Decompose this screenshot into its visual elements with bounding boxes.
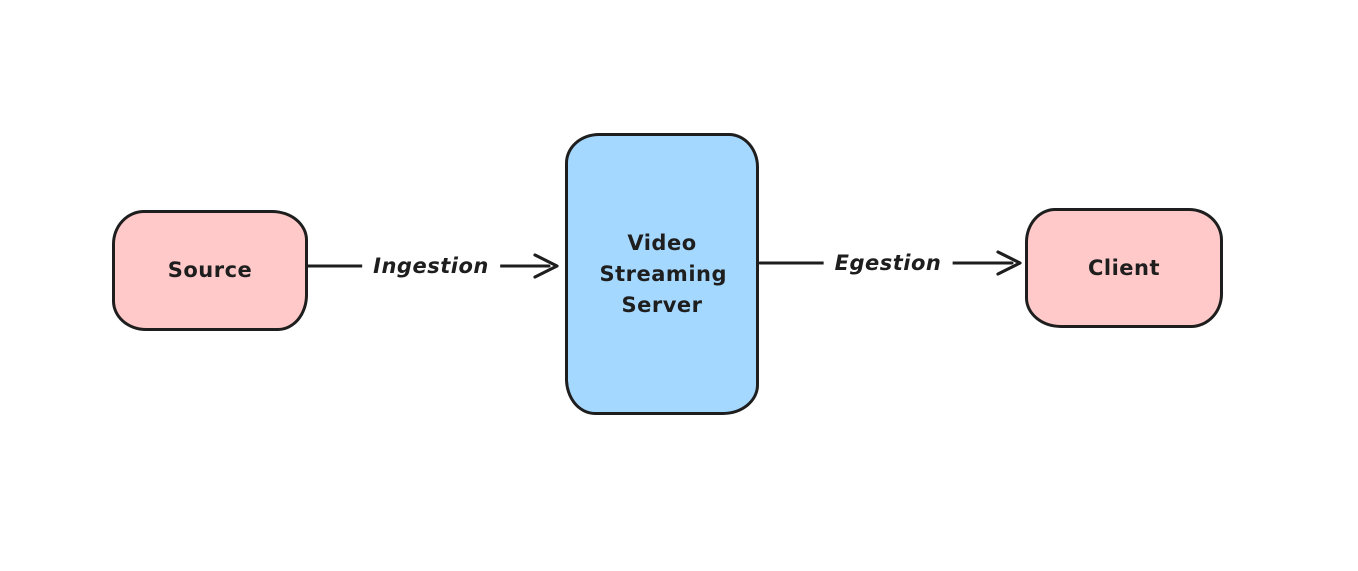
node-client-label: Client [1087,255,1161,280]
arrow-egestion-head-icon [996,250,1022,276]
arrow-ingestion-head-icon [533,253,559,279]
node-video-streaming-server-label: Video Streaming Server [599,230,727,317]
node-source: Source [112,210,308,331]
node-video-streaming-server: Video Streaming Server [565,133,759,415]
node-client: Client [1025,208,1223,328]
node-source-label: Source [167,258,253,282]
edge-egestion-label: Egestion [823,250,953,276]
edge-ingestion-label: Ingestion [362,253,500,279]
